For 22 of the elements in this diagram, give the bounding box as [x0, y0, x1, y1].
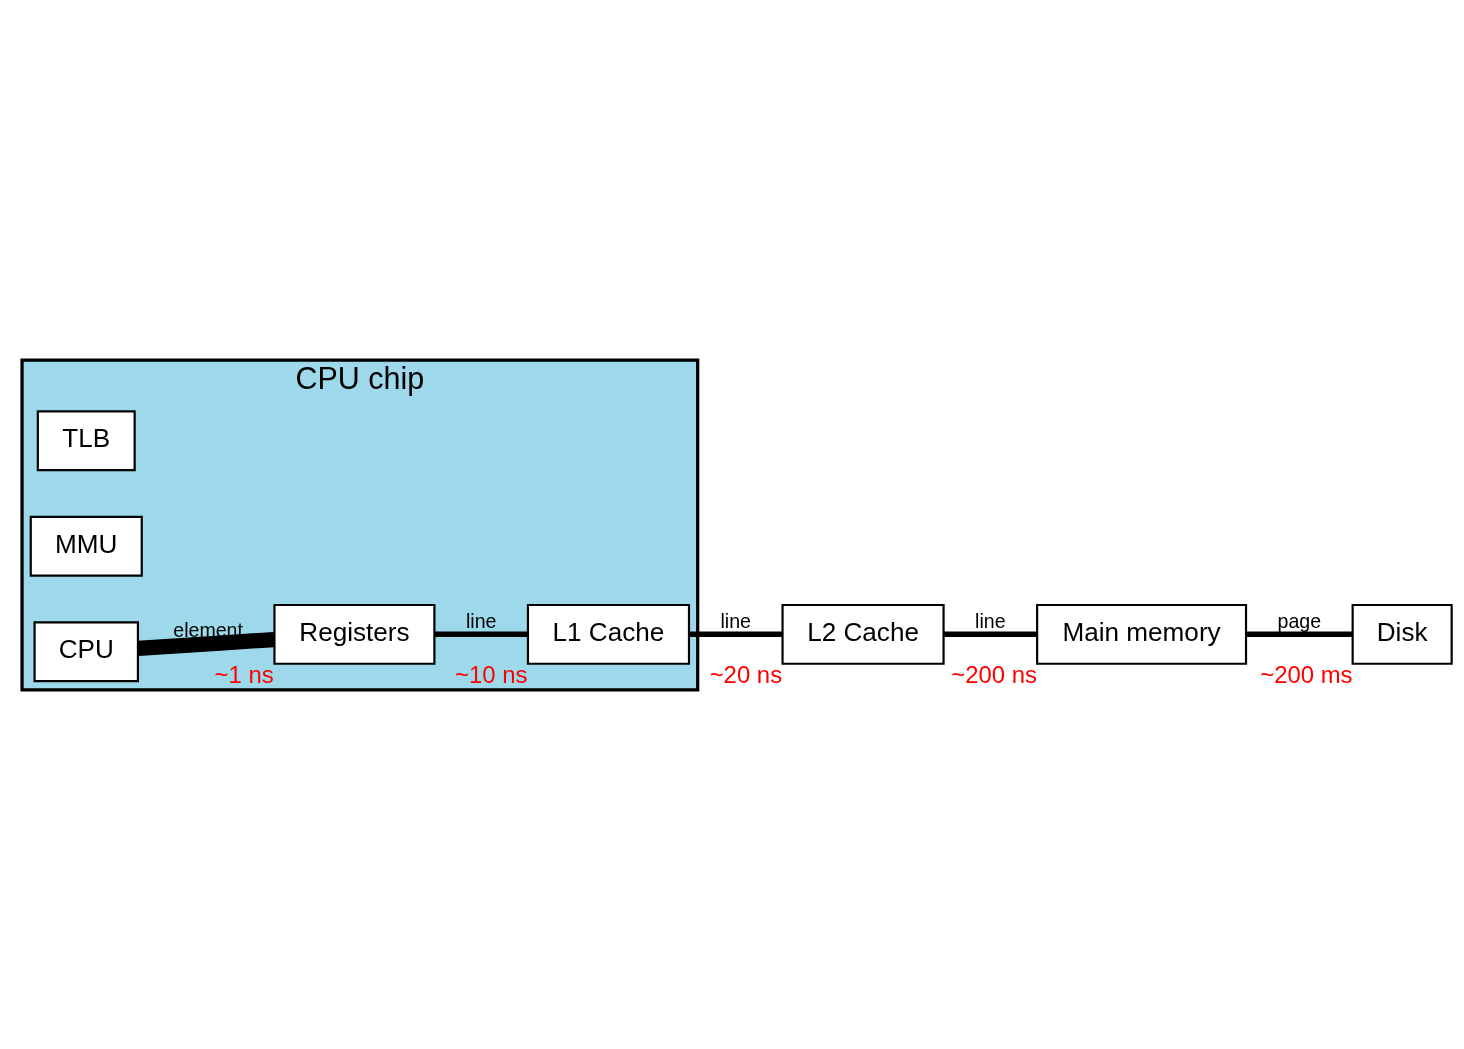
node-box: CPU — [33, 620, 139, 682]
connector — [434, 631, 528, 637]
node-box: Disk — [1351, 603, 1453, 665]
node-label: ~20 ns — [709, 660, 782, 688]
connector — [688, 631, 782, 637]
edge-label: line — [974, 609, 1006, 632]
node-label: ~10 ns — [454, 660, 528, 688]
node-label: ~1 ns — [214, 660, 274, 688]
node-box: L1 Cache — [526, 603, 690, 665]
edge-label: line — [720, 609, 751, 632]
node-box: Registers — [272, 603, 435, 665]
node-box: MMU — [29, 515, 143, 577]
connector — [1245, 631, 1352, 637]
connector — [137, 631, 275, 656]
node-label: ~200 ns — [950, 660, 1037, 688]
node-label: ~200 ms — [1259, 660, 1353, 688]
node-box: L2 Cache — [780, 603, 945, 665]
edge-label: line — [465, 609, 496, 632]
edge-label: page — [1277, 609, 1321, 632]
connector — [943, 631, 1037, 637]
node-box: TLB — [36, 409, 136, 471]
node-box: Main memory — [1035, 603, 1247, 665]
